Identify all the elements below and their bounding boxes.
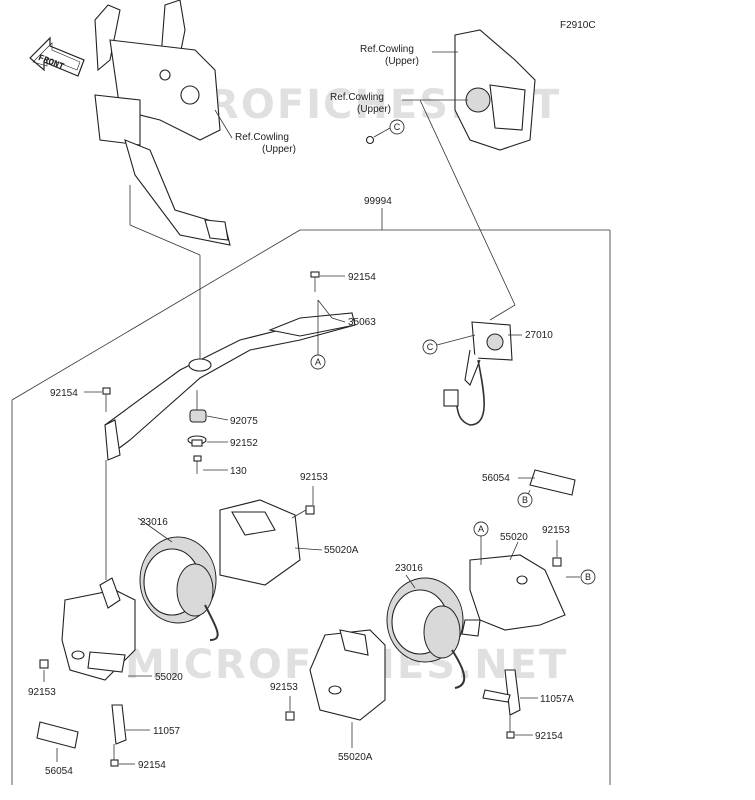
frame-stay bbox=[94, 0, 231, 246]
callout-c-top bbox=[389, 119, 405, 135]
pad-56054-right bbox=[529, 469, 576, 496]
part-92153-left: 92153 bbox=[28, 687, 56, 698]
bolt-92153-right bbox=[552, 557, 562, 567]
part-92152: 92152 bbox=[230, 438, 258, 449]
bolt-92153-mid bbox=[285, 711, 295, 721]
pad-56054-left bbox=[36, 721, 79, 749]
lamp-assembly-left bbox=[61, 499, 301, 681]
part-35063: 35063 bbox=[348, 317, 376, 328]
part-130: 130 bbox=[230, 466, 247, 477]
part-92154-bottom-left: 92154 bbox=[138, 760, 166, 771]
callout-c-bottom bbox=[422, 339, 438, 355]
bracket-11057 bbox=[111, 704, 127, 745]
part-11057: 11057 bbox=[153, 726, 181, 737]
kit-number: 99994 bbox=[364, 196, 392, 207]
part-92075: 92075 bbox=[230, 416, 258, 427]
part-23016-right: 23016 bbox=[395, 563, 423, 574]
part-92153-mid: 92153 bbox=[270, 682, 298, 693]
callout-a-bottom-label: A bbox=[478, 524, 484, 534]
callout-b-bottom-label: B bbox=[585, 572, 591, 582]
bolt-92154-top bbox=[310, 271, 320, 292]
part-92154-bottom-right: 92154 bbox=[535, 731, 563, 742]
ref-cowling-mid-line2: (Upper) bbox=[357, 104, 391, 115]
bolt-92154-bottom-left bbox=[110, 759, 119, 767]
sensor-27010 bbox=[443, 321, 513, 426]
part-55020-right: 55020 bbox=[500, 532, 528, 543]
callout-b-top bbox=[517, 492, 533, 508]
part-92153-right: 92153 bbox=[542, 525, 570, 536]
collar-92152 bbox=[187, 435, 207, 447]
part-55020a-bottom: 55020A bbox=[338, 752, 373, 763]
part-92153-top: 92153 bbox=[300, 472, 328, 483]
bolt-92153-left bbox=[39, 659, 49, 669]
part-92154-top: 92154 bbox=[348, 272, 376, 283]
part-92154-left: 92154 bbox=[50, 388, 78, 399]
part-56054-left: 56054 bbox=[45, 766, 73, 777]
ref-cowling-left-line2: (Upper) bbox=[262, 144, 296, 155]
callout-a-top-label: A bbox=[315, 357, 321, 367]
callout-b-top-label: B bbox=[522, 495, 528, 505]
cowling-bracket-upper bbox=[454, 29, 536, 151]
bolt-small-top bbox=[365, 135, 375, 145]
figure-code: F2910C bbox=[560, 20, 596, 31]
callout-b-bottom bbox=[580, 569, 596, 585]
bolt-92154-left bbox=[102, 387, 111, 412]
front-arrow-icon: FRONT bbox=[29, 36, 85, 77]
bolt-92154-bottom-right bbox=[506, 731, 515, 739]
part-23016-left: 23016 bbox=[140, 517, 168, 528]
callout-a-top bbox=[310, 354, 326, 370]
cover-55020-right bbox=[461, 554, 566, 637]
part-11057a: 11057A bbox=[540, 694, 574, 705]
bolt-92153-top bbox=[291, 505, 315, 519]
lamp-assembly-right bbox=[309, 577, 466, 721]
part-56054-right: 56054 bbox=[482, 473, 510, 484]
callout-c-bottom-label: C bbox=[427, 342, 434, 352]
ref-cowling-left-line1: Ref.Cowling bbox=[235, 132, 289, 143]
callout-a-bottom bbox=[473, 521, 489, 537]
grommet-92075 bbox=[189, 409, 207, 423]
ref-cowling-mid-line1: Ref.Cowling bbox=[330, 92, 384, 103]
ref-cowling-top-line2: (Upper) bbox=[385, 56, 419, 67]
ref-cowling-top-line1: Ref.Cowling bbox=[360, 44, 414, 55]
bracket-11057a bbox=[482, 669, 521, 716]
callout-c-top-label: C bbox=[394, 122, 401, 132]
bolt-130 bbox=[193, 455, 202, 474]
part-27010: 27010 bbox=[525, 330, 553, 341]
part-55020-left: 55020 bbox=[155, 672, 183, 683]
part-55020a-top: 55020A bbox=[324, 545, 359, 556]
